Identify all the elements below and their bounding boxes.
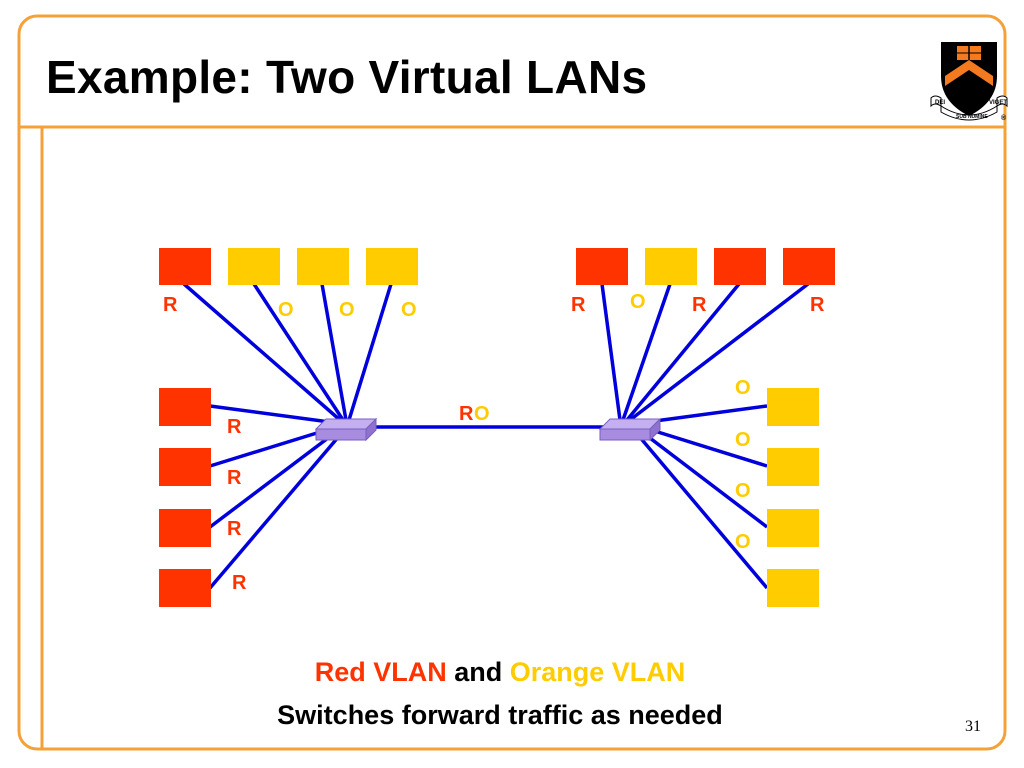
host-label: R [810,294,825,316]
orange-host [767,448,819,486]
host-label: O [630,291,646,313]
and-text: and [454,657,503,687]
red-host [159,569,211,607]
link [644,426,768,468]
caption-line-1: Red VLAN and Orange VLAN [0,657,1000,688]
link [182,282,342,422]
host-label: R [227,518,242,540]
orange-host [645,248,697,285]
host-label: R [163,294,178,316]
motto-left: DEI [935,100,945,106]
right-switch-links [600,282,810,590]
red-host [783,248,835,285]
link [209,404,338,425]
link [636,433,769,590]
host-label: R [227,416,242,438]
orange-host [767,509,819,547]
link [252,283,345,421]
left-switch [314,417,378,442]
link [320,283,348,421]
red-host [159,448,211,486]
left-switch-links [182,282,393,590]
host-label: R [571,294,586,316]
red-vlan-text: Red VLAN [314,657,447,687]
orange-host [228,248,280,285]
red-host [714,248,766,285]
host-label: O [735,429,751,451]
orange-host [767,569,819,607]
red-host [576,248,628,285]
red-host [159,248,211,285]
link [208,430,338,529]
slide-title: Example: Two Virtual LANs [46,51,648,103]
red-host [159,509,211,547]
link [208,433,342,590]
host-label: O [735,480,751,502]
orange-vlan-text: Orange VLAN [509,657,686,687]
link [628,282,810,422]
link [600,283,622,421]
link [640,430,769,529]
link [209,426,334,468]
page-number: 31 [965,718,981,735]
host-label: O [735,531,751,553]
caption-line-2: Switches forward traffic as needed [277,700,723,730]
orange-host [366,248,418,285]
host-label: O [339,299,355,321]
red-host [159,388,211,426]
host-label: R [232,572,247,594]
right-switch [598,417,662,442]
motto-center: SUB NUMINE [956,114,988,120]
host-label: O [401,299,417,321]
princeton-shield-icon: DEI SUB NUMINE VIGET ® [930,42,1008,122]
motto-right: VIGET [989,100,1007,106]
link [625,282,741,422]
trunk-label-orange: O [474,403,490,425]
registered-mark: ® [1001,114,1007,122]
link [639,404,768,425]
link [621,283,672,421]
host-label: R [227,467,242,489]
trunk-label-red: R [459,403,474,425]
host-label: O [735,377,751,399]
host-label: R [692,294,707,316]
orange-host [767,388,819,426]
host-label: O [278,299,294,321]
orange-host [297,248,349,285]
link [347,283,393,421]
